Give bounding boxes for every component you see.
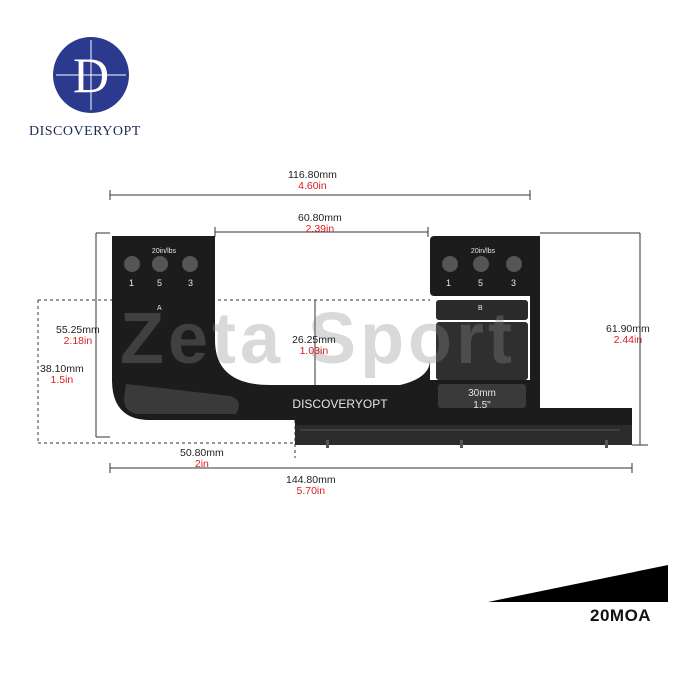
brand-logo-letter: D xyxy=(73,47,109,103)
dimension-lines xyxy=(95,190,648,473)
incline-wedge-icon xyxy=(488,565,668,602)
dim-base-to-ring-bottom: 38.10mm 1.5in xyxy=(40,363,84,386)
dim-total-height: 61.90mm 2.44in xyxy=(606,323,650,346)
dim-ring-center-height: 55.25mm 2.18in xyxy=(56,324,100,347)
dim-ring-spacing-inner: 60.80mm 2.39in xyxy=(298,212,342,235)
screw-number-1-left: 1 xyxy=(129,278,134,288)
ring-mark-b: B xyxy=(478,305,483,312)
brand-name: DISCOVERYOPT xyxy=(29,124,141,139)
screw-number-3-left: 3 xyxy=(188,278,193,288)
watermark: Zeta Sport xyxy=(120,299,517,379)
screw-number-1-right: 1 xyxy=(446,278,451,288)
dim-clearance-height: 26.25mm 1.03in xyxy=(292,334,336,357)
torque-label-left: 20in/lbs xyxy=(152,248,177,255)
engraved-ring-size-in: 1.5" xyxy=(473,400,491,411)
screw-number-5-left: 5 xyxy=(157,278,162,288)
brand-logo-icon: D xyxy=(53,37,129,113)
incline-label: 20MOA xyxy=(590,606,652,625)
ring-mark-a: A xyxy=(157,305,162,312)
screw-number-5-right: 5 xyxy=(478,278,483,288)
screw-number-3-right: 3 xyxy=(511,278,516,288)
engraved-brand: DISCOVERYOPT xyxy=(292,397,388,411)
dim-ring-spacing-outer: 116.80mm 4.60in xyxy=(288,169,337,192)
scope-mount xyxy=(112,236,632,448)
dim-overall-length: 144.80mm 5.70in xyxy=(286,474,336,497)
torque-label-right: 20in/lbs xyxy=(471,248,496,255)
dim-offset-length: 50.80mm 2in xyxy=(180,447,224,470)
engraved-ring-size: 30mm xyxy=(468,388,496,399)
